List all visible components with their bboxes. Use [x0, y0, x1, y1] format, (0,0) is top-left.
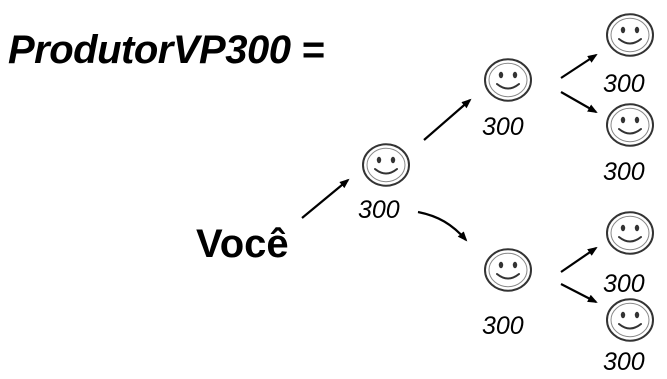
arrow-level2-top-to-level3-top-b: [560, 91, 598, 113]
node-value-level3-top-b: 300: [603, 158, 645, 186]
arrow-root-to-level1: [301, 178, 350, 219]
arrow-level2-bottom-to-level3-bottom-b: [560, 283, 598, 303]
diagram-title: ProdutorVP300 =: [8, 28, 324, 72]
smiley-face-icon: [606, 211, 654, 255]
arrow-level1-to-level2-bottom: [417, 210, 468, 242]
smiley-face-icon: [606, 103, 654, 147]
node-value-level3-top-a: 300: [603, 70, 645, 98]
node-value-level1: 300: [358, 196, 400, 224]
arrow-level2-top-to-level3-top-a: [560, 53, 598, 79]
smiley-face-icon: [484, 248, 532, 292]
smiley-face-icon: [362, 143, 410, 187]
smiley-face-icon: [606, 13, 654, 57]
root-label: Você: [196, 222, 289, 266]
arrow-level1-to-level2-top: [423, 98, 472, 141]
node-value-level3-bottom-b: 300: [603, 348, 645, 376]
arrow-level2-bottom-to-level3-bottom-a: [560, 246, 598, 273]
smiley-face-icon: [484, 58, 532, 102]
node-value-level2-top: 300: [482, 113, 524, 141]
smiley-face-icon: [606, 298, 654, 342]
node-value-level2-bottom: 300: [482, 312, 524, 340]
node-value-level3-bottom-a: 300: [603, 270, 645, 298]
